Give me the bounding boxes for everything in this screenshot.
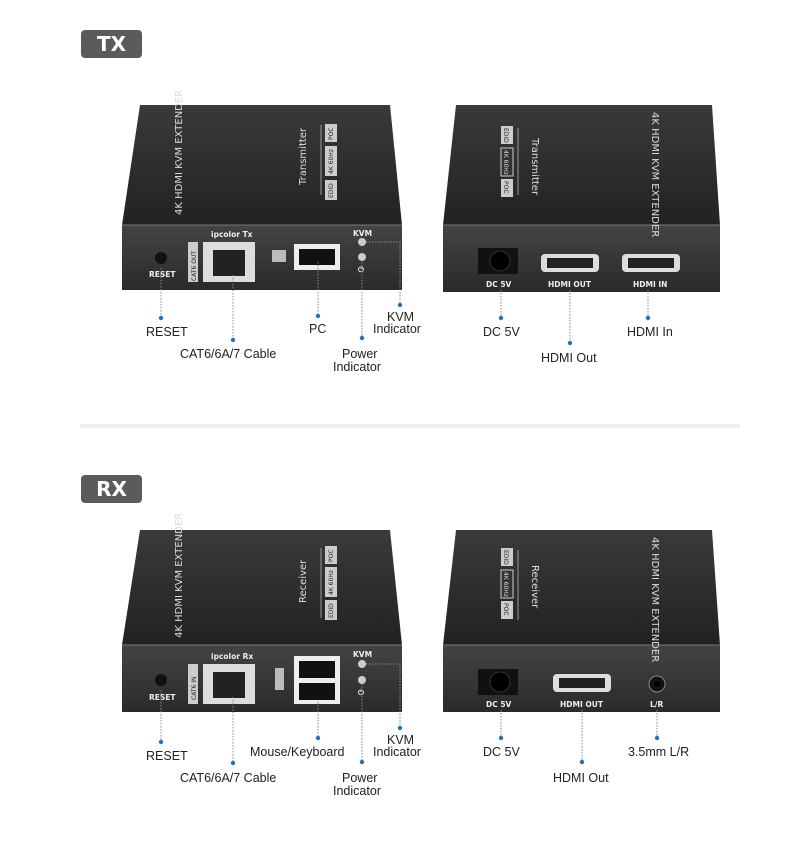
keyboard-mouse-icon <box>275 668 284 690</box>
reset-callout: RESET <box>146 325 188 339</box>
label: DC 5V <box>486 700 512 709</box>
kvm-led <box>358 660 366 668</box>
hdmi-out-callout: HDMI Out <box>553 771 609 785</box>
dc-callout: DC 5V <box>483 745 520 759</box>
tx-badge: TX <box>81 30 142 58</box>
spec-tags: EDID 4K 60Hz POC <box>500 548 514 619</box>
label: POC <box>328 549 335 562</box>
kvm-led <box>358 238 366 246</box>
spec-tags: EDID 4K 60Hz POC <box>325 124 337 200</box>
power-callout-2: Indicator <box>333 784 381 798</box>
hdmi-in-callout: HDMI In <box>627 325 673 339</box>
rx-front-callouts: RESET CAT6/6A/7 Cable Mouse/Keyboard Pow… <box>146 663 421 798</box>
reset-callout: RESET <box>146 749 188 763</box>
label: HDMI OUT <box>560 700 604 709</box>
device-title: 4K HDMI KVM EXTENDER <box>649 112 660 237</box>
power-led <box>358 253 366 261</box>
label: EDID <box>328 603 335 618</box>
device-role: Transmitter <box>529 137 540 196</box>
reset-port-label: RESET <box>149 270 176 279</box>
tx-rear-callouts: DC 5V HDMI Out HDMI In <box>483 290 673 365</box>
power-callout: Power <box>342 771 377 785</box>
kvm-callout: KVM <box>387 310 414 324</box>
device-title: 4K HDMI KVM EXTENDER <box>174 90 185 215</box>
pc-callout: PC <box>309 322 326 336</box>
tx-front-callouts: RESET CAT6/6A/7 Cable PC Power Indicator… <box>146 241 421 374</box>
brand-label: ipcolor Tx <box>211 230 253 239</box>
power-led <box>358 676 366 684</box>
device-role: Receiver <box>529 565 540 609</box>
label: HDMI IN <box>633 280 667 289</box>
spec-tags: EDID 4K 60Hz POC <box>325 546 337 620</box>
kvm-callout: KVM <box>387 733 414 747</box>
device-title: 4K HDMI KVM EXTENDER <box>174 513 185 638</box>
label: HDMI OUT <box>548 280 592 289</box>
section-divider <box>80 424 740 428</box>
tx-rear-device: 4K HDMI KVM EXTENDER Transmitter EDID 4K… <box>443 105 720 292</box>
label: EDID <box>328 183 335 198</box>
tx-front-device: 4K HDMI KVM EXTENDER Transmitter EDID 4K… <box>122 90 402 290</box>
reset-button[interactable] <box>155 252 167 264</box>
label: RESET <box>149 693 176 702</box>
cable-callout: CAT6/6A/7 Cable <box>180 347 276 361</box>
power-callout: Power <box>342 347 377 361</box>
rx-badge: RX <box>81 475 142 503</box>
label: CAT6 IN <box>191 677 198 700</box>
label: L/R <box>650 700 664 709</box>
label: POC <box>502 603 509 616</box>
label: 4K 60Hz <box>328 149 335 174</box>
label: 4K 60Hz <box>502 150 509 175</box>
label: 4K 60Hz <box>328 570 335 595</box>
label: POC <box>328 127 335 140</box>
power-icon: ⏻ <box>358 688 365 697</box>
label: DC 5V <box>486 280 512 289</box>
power-callout-2: Indicator <box>333 360 381 374</box>
device-title: 4K HDMI KVM EXTENDER <box>649 537 660 662</box>
label: EDID <box>502 128 509 143</box>
reset-button[interactable] <box>155 674 167 686</box>
audio-callout: 3.5mm L/R <box>628 745 689 759</box>
device-role: Receiver <box>298 559 309 603</box>
label: 4K 60Hz <box>502 572 509 597</box>
rx-rear-callouts: DC 5V HDMI Out 3.5mm L/R <box>483 710 689 785</box>
cat-port-label: CAT6 OUT <box>191 251 198 281</box>
kvm-callout-2: Indicator <box>373 745 421 759</box>
mouse-keyboard-callout: Mouse/Keyboard <box>250 745 345 759</box>
pc-icon <box>272 250 286 262</box>
spec-tags: EDID 4K 60Hz POC <box>500 126 514 197</box>
device-role: Transmitter <box>298 127 309 186</box>
hdmi-out-callout: HDMI Out <box>541 351 597 365</box>
kvm-callout-2: Indicator <box>373 322 421 336</box>
kvm-port-label: KVM <box>353 229 372 238</box>
cable-callout: CAT6/6A/7 Cable <box>180 771 276 785</box>
dc-callout: DC 5V <box>483 325 520 339</box>
brand-label: ipcolor Rx <box>211 652 253 661</box>
rx-rear-device: 4K HDMI KVM EXTENDER Receiver EDID 4K 60… <box>443 530 720 712</box>
rx-front-device: 4K HDMI KVM EXTENDER Receiver EDID 4K 60… <box>122 513 402 712</box>
label: EDID <box>502 550 509 565</box>
label: KVM <box>353 650 372 659</box>
label: POC <box>502 181 509 194</box>
